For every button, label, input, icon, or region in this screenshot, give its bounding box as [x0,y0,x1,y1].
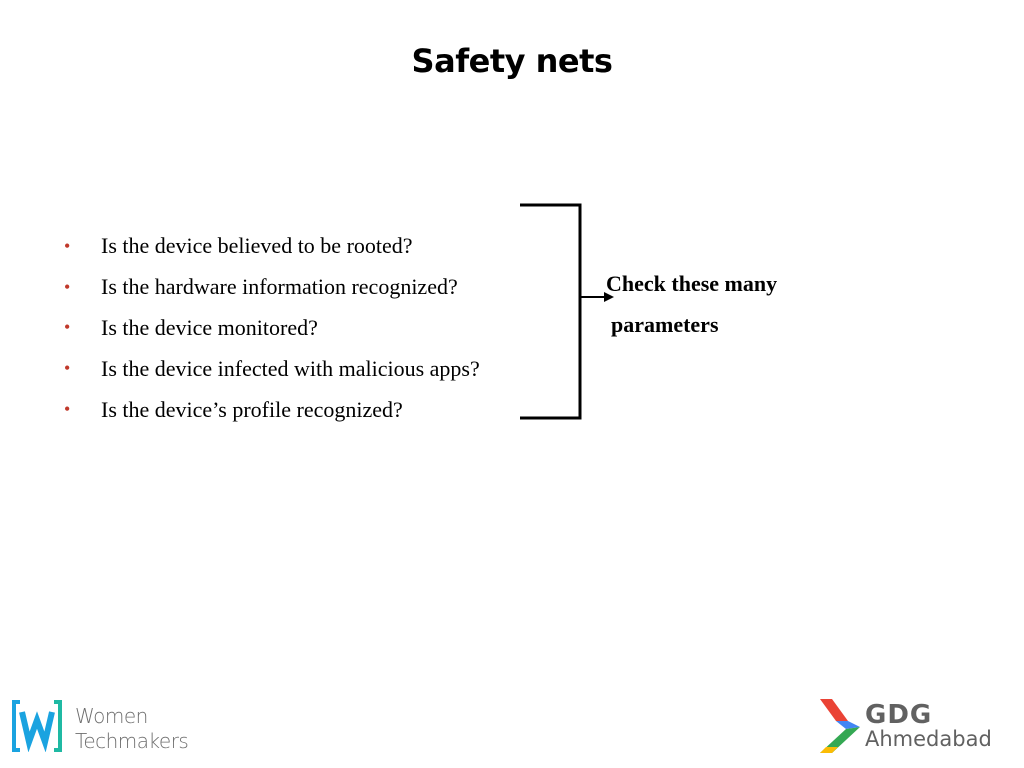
gdg-title: GDG [865,700,933,730]
gdg-subtitle: Ahmedabad [865,727,992,751]
bullet-text: Is the hardware information recognized? [101,274,458,300]
women-techmakers-logo-icon [12,700,62,752]
bullet-dot: • [64,358,71,379]
bracket-shape [520,203,582,420]
wordmark-line-2: Techmakers [75,729,189,753]
bullet-dot: • [64,276,71,297]
bullet-text: Is the device believed to be rooted? [101,233,413,259]
gdg-logo-icon [820,699,860,753]
callout-line-2: parameters [611,312,719,337]
slide-title: Safety nets [411,42,613,80]
list-item: • Is the hardware information recognized… [62,267,480,308]
bullet-text: Is the device infected with malicious ap… [101,355,480,381]
bullet-text: Is the device’s profile recognized? [101,396,403,422]
callout-line-1: Check these many [606,271,778,296]
bullet-dot: • [64,399,71,420]
wordmark-line-1: Women [75,704,148,728]
bullet-list: • Is the device believed to be rooted? •… [62,226,480,430]
women-techmakers-wordmark: Women Techmakers [75,704,189,754]
list-item: • Is the device infected with malicious … [62,348,480,389]
bullet-dot: • [64,317,71,338]
list-item: • Is the device believed to be rooted? [62,226,480,267]
list-item: • Is the device’s profile recognized? [62,389,480,430]
list-item: • Is the device monitored? [62,308,480,349]
bullet-text: Is the device monitored? [101,314,318,340]
bullet-dot: • [64,235,71,256]
